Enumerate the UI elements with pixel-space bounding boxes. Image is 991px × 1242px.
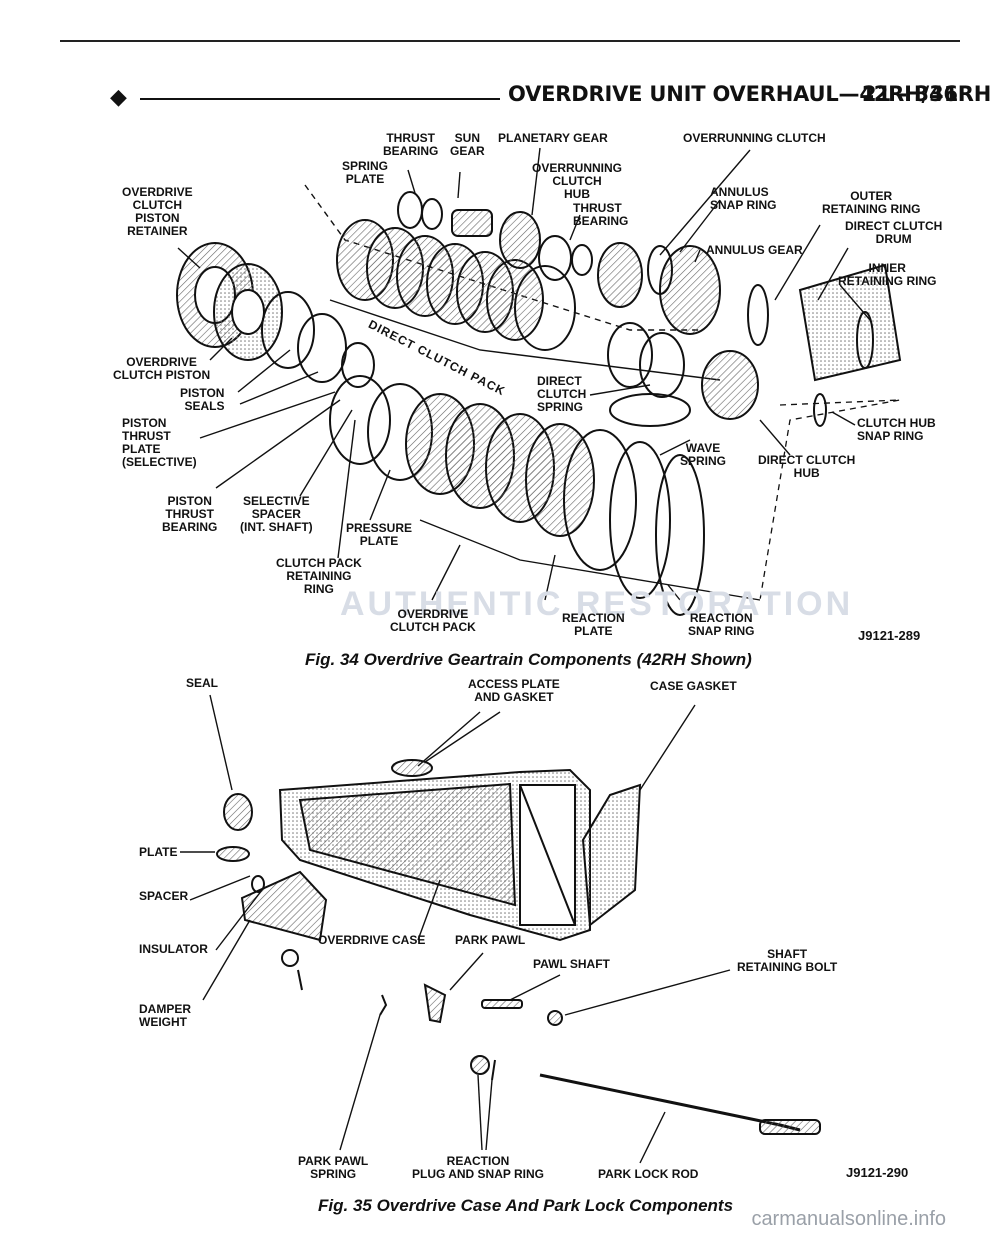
page-title: OVERDRIVE UNIT OVERHAUL—42RH/46RH	[508, 82, 991, 106]
label-planetary-gear: PLANETARY GEAR	[498, 131, 608, 145]
label-annulus-gear: ANNULUS GEAR	[706, 243, 803, 257]
figure35-code: J9121-290	[846, 1165, 909, 1180]
top-rule	[60, 40, 960, 42]
label-thrust-bearing: THRUST BEARING	[383, 131, 439, 158]
label-insulator: INSULATOR	[139, 942, 208, 956]
label-overdrive-clutch-piston: OVERDRIVE CLUTCH PISTON	[113, 355, 211, 382]
label-direct-clutch-spring: DIRECT CLUTCH SPRING	[537, 374, 587, 414]
label-piston-thrust-plate: PISTON THRUST PLATE (SELECTIVE)	[122, 416, 197, 469]
label-spring-plate: SPRING PLATE	[342, 159, 389, 186]
label-plate: PLATE	[139, 845, 178, 859]
header-rule	[140, 98, 500, 100]
label-spacer: SPACER	[139, 889, 189, 903]
label-overdrive-clutch-piston-retainer: OVERDRIVE CLUTCH PISTON RETAINER	[122, 185, 193, 238]
figure34-caption: Fig. 34 Overdrive Geartrain Components (…	[305, 650, 752, 669]
label-piston-thrust-bearing: PISTON THRUST BEARING	[162, 494, 218, 534]
label-selective-spacer: SELECTIVE SPACER (INT. SHAFT)	[240, 494, 313, 534]
label-sun-gear: SUN GEAR	[450, 131, 485, 158]
label-overrunning-clutch: OVERRUNNING CLUTCH	[683, 131, 826, 145]
label-wave-spring: WAVE SPRING	[680, 441, 727, 468]
label-shaft-retaining-bolt: SHAFT RETAINING BOLT	[737, 947, 838, 974]
label-piston-seals: PISTON SEALS	[180, 386, 225, 413]
label-direct-clutch-hub: DIRECT CLUTCH HUB	[758, 453, 856, 480]
label-park-lock-rod: PARK LOCK ROD	[598, 1167, 699, 1181]
fig34-artwork	[176, 147, 902, 616]
label-outer-retaining-ring: OUTER RETAINING RING	[822, 189, 921, 216]
fig35-artwork	[180, 694, 821, 1164]
page-number: 21 - 331	[862, 82, 959, 106]
label-thrust-bearing-2: THRUST BEARING	[573, 201, 629, 228]
label-reaction-snap-ring: REACTION SNAP RING	[688, 611, 755, 638]
label-reaction-plate: REACTION PLATE	[562, 611, 625, 638]
label-overrunning-clutch-hub: OVERRUNNING CLUTCH HUB	[532, 161, 623, 201]
site-watermark: carmanualsonline.info	[751, 1208, 946, 1230]
diamond-icon: ◆	[110, 84, 127, 109]
label-overdrive-case: OVERDRIVE CASE	[318, 933, 426, 947]
label-clutch-pack-retaining-ring: CLUTCH PACK RETAINING RING	[276, 556, 362, 596]
label-access-plate-and-gasket: ACCESS PLATE AND GASKET	[468, 677, 560, 704]
figure35-caption: Fig. 35 Overdrive Case And Park Lock Com…	[318, 1196, 734, 1215]
label-case-gasket: CASE GASKET	[650, 679, 737, 693]
label-pressure-plate: PRESSURE PLATE	[346, 521, 413, 548]
figure34-code: J9121-289	[858, 628, 921, 643]
exploded-view-artwork	[176, 147, 902, 1164]
watermark: AUTHENTIC RESTORATION	[340, 585, 854, 623]
label-reaction-plug-and-snap-ring: REACTION PLUG AND SNAP RING	[412, 1154, 545, 1181]
label-park-pawl: PARK PAWL	[455, 933, 526, 947]
label-clutch-hub-snap-ring: CLUTCH HUB SNAP RING	[857, 416, 936, 443]
label-annulus-snap-ring: ANNULUS SNAP RING	[710, 185, 777, 212]
label-pawl-shaft: PAWL SHAFT	[533, 957, 610, 971]
label-direct-clutch-drum: DIRECT CLUTCH DRUM	[845, 219, 943, 246]
label-inner-retaining-ring: INNER RETAINING RING	[838, 261, 937, 288]
label-park-pawl-spring: PARK PAWL SPRING	[298, 1154, 369, 1181]
label-damper-weight: DAMPER WEIGHT	[139, 1002, 192, 1029]
label-seal: SEAL	[186, 676, 219, 690]
label-overdrive-clutch-pack: OVERDRIVE CLUTCH PACK	[390, 607, 476, 634]
